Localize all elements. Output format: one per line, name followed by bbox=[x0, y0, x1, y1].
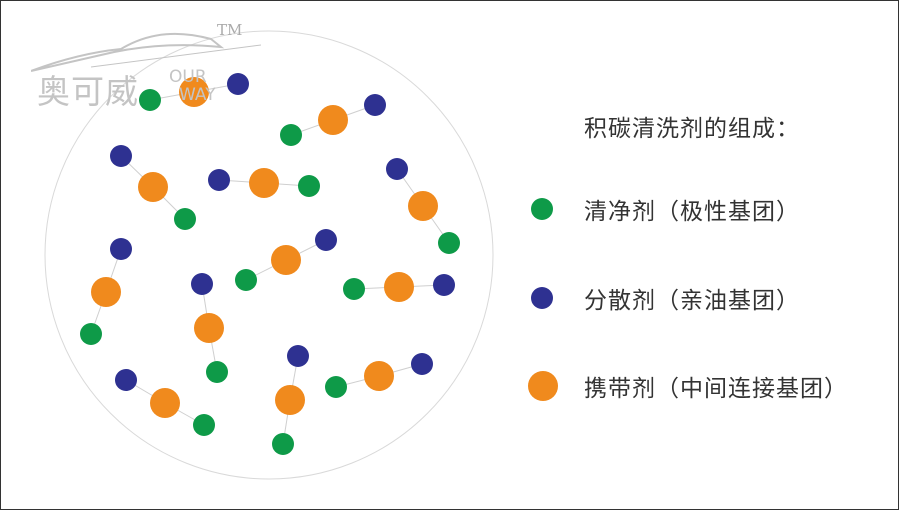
blue-atom bbox=[191, 273, 213, 295]
green-atom bbox=[343, 278, 365, 300]
orange-atom bbox=[150, 388, 180, 418]
legend-label: 清净剂（极性基团） bbox=[584, 199, 800, 225]
logo-way-text: WAY bbox=[179, 85, 216, 105]
green-atom bbox=[438, 232, 460, 254]
legend-title: 积碳清洗剂的组成： bbox=[584, 116, 800, 142]
orange-atom bbox=[179, 77, 209, 107]
car-outline-icon bbox=[31, 32, 261, 72]
orange-dot-icon bbox=[528, 371, 558, 401]
green-atom bbox=[174, 208, 196, 230]
orange-atom bbox=[138, 172, 168, 202]
blue-atom bbox=[433, 274, 455, 296]
legend-label: 携带剂（中间连接基团） bbox=[584, 376, 848, 402]
green-atom bbox=[280, 124, 302, 146]
blue-atom bbox=[364, 94, 386, 116]
container-circle bbox=[44, 30, 494, 480]
molecule bbox=[110, 145, 196, 230]
molecule bbox=[280, 94, 386, 146]
blue-atom bbox=[386, 158, 408, 180]
blue-atom bbox=[287, 345, 309, 367]
blue-atom bbox=[208, 169, 230, 191]
legend-item-dispersant: 分散剂（亲油基团） bbox=[531, 287, 799, 314]
orange-atom bbox=[249, 168, 279, 198]
molecule bbox=[235, 229, 337, 291]
green-atom bbox=[193, 414, 215, 436]
orange-atom bbox=[91, 277, 121, 307]
orange-atom bbox=[275, 385, 305, 415]
green-atom bbox=[298, 175, 320, 197]
blue-atom bbox=[110, 145, 132, 167]
green-atom bbox=[235, 269, 257, 291]
blue-atom bbox=[411, 353, 433, 375]
molecule bbox=[115, 369, 215, 436]
molecule bbox=[386, 158, 460, 254]
molecules bbox=[80, 73, 460, 455]
green-atom bbox=[206, 361, 228, 383]
molecule bbox=[80, 238, 132, 345]
blue-atom bbox=[315, 229, 337, 251]
logo-our-text: OUR bbox=[169, 67, 207, 87]
green-dot-icon bbox=[531, 198, 553, 220]
orange-atom bbox=[271, 245, 301, 275]
orange-atom bbox=[384, 272, 414, 302]
orange-atom bbox=[408, 191, 438, 221]
trademark-mark: TM bbox=[217, 21, 243, 39]
green-atom bbox=[139, 89, 161, 111]
green-atom bbox=[325, 376, 347, 398]
molecule bbox=[208, 168, 320, 198]
molecule bbox=[139, 73, 249, 111]
orange-atom bbox=[318, 105, 348, 135]
orange-atom bbox=[364, 361, 394, 391]
molecule bbox=[191, 273, 228, 383]
blue-atom bbox=[115, 369, 137, 391]
logo-chinese-text: 奥可威 bbox=[37, 72, 139, 111]
blue-dot-icon bbox=[531, 287, 553, 309]
orange-atom bbox=[194, 313, 224, 343]
green-atom bbox=[272, 433, 294, 455]
legend-item-detergent: 清净剂（极性基团） bbox=[531, 198, 799, 225]
legend-item-carrier: 携带剂（中间连接基团） bbox=[528, 371, 847, 402]
legend-label: 分散剂（亲油基团） bbox=[584, 288, 800, 314]
molecule bbox=[272, 345, 309, 455]
molecule bbox=[325, 353, 433, 398]
molecule bbox=[343, 272, 455, 302]
blue-atom bbox=[227, 73, 249, 95]
blue-atom bbox=[110, 238, 132, 260]
brand-logo: 奥可威 OUR WAY TM bbox=[31, 21, 261, 111]
green-atom bbox=[80, 323, 102, 345]
